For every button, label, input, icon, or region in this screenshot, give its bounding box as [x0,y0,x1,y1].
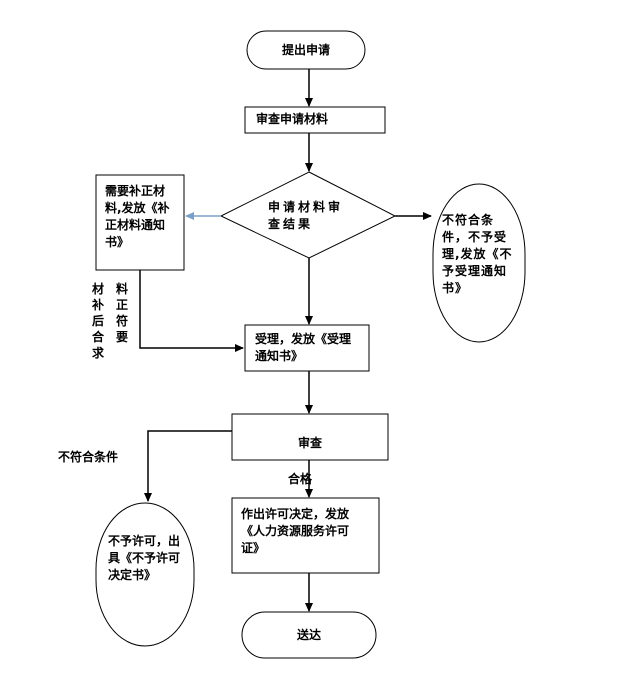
reject-accept-node [432,183,526,343]
deliver-label: 送达 [296,627,321,642]
supplement-label: 需要补正材 料,发放《补 正材料通知 书》 [105,184,170,249]
review-label: 审查 [297,435,322,450]
supplement-return-label-col2: 料 正 符 要 [116,282,129,344]
not-qualified-label: 不符合条件 [58,450,119,464]
accept-node [244,324,370,372]
deny-label: 不予许可，出 具《不予许可 决定书》 [108,534,181,582]
deny-node [95,502,195,647]
start-label: 提出申请 [281,42,330,57]
review-materials-node [244,106,386,134]
start-node [246,30,366,70]
qualified-label: 合格 [288,472,313,486]
review-node [231,413,389,461]
review-materials-label: 审查申请材料 [256,112,329,126]
decide-label: 作出许可决定，发放 《人力资源服务许可 证》 [241,507,350,555]
decide-node [231,497,380,574]
supplement-return-label-col1: 材 补 后 合 求 [92,282,105,360]
arrow-supplement-to-accept [139,270,244,352]
deliver-node [241,611,377,659]
decision-label: 申请材料审 查结果 [268,200,344,231]
reject-accept-label: 不符合条 件，不予受 理,发放《不 予受理通知 书》 [442,213,513,295]
accept-label: 受理，发放《受理 通知书》 [255,332,352,363]
arrow-review-to-deny [144,430,232,502]
